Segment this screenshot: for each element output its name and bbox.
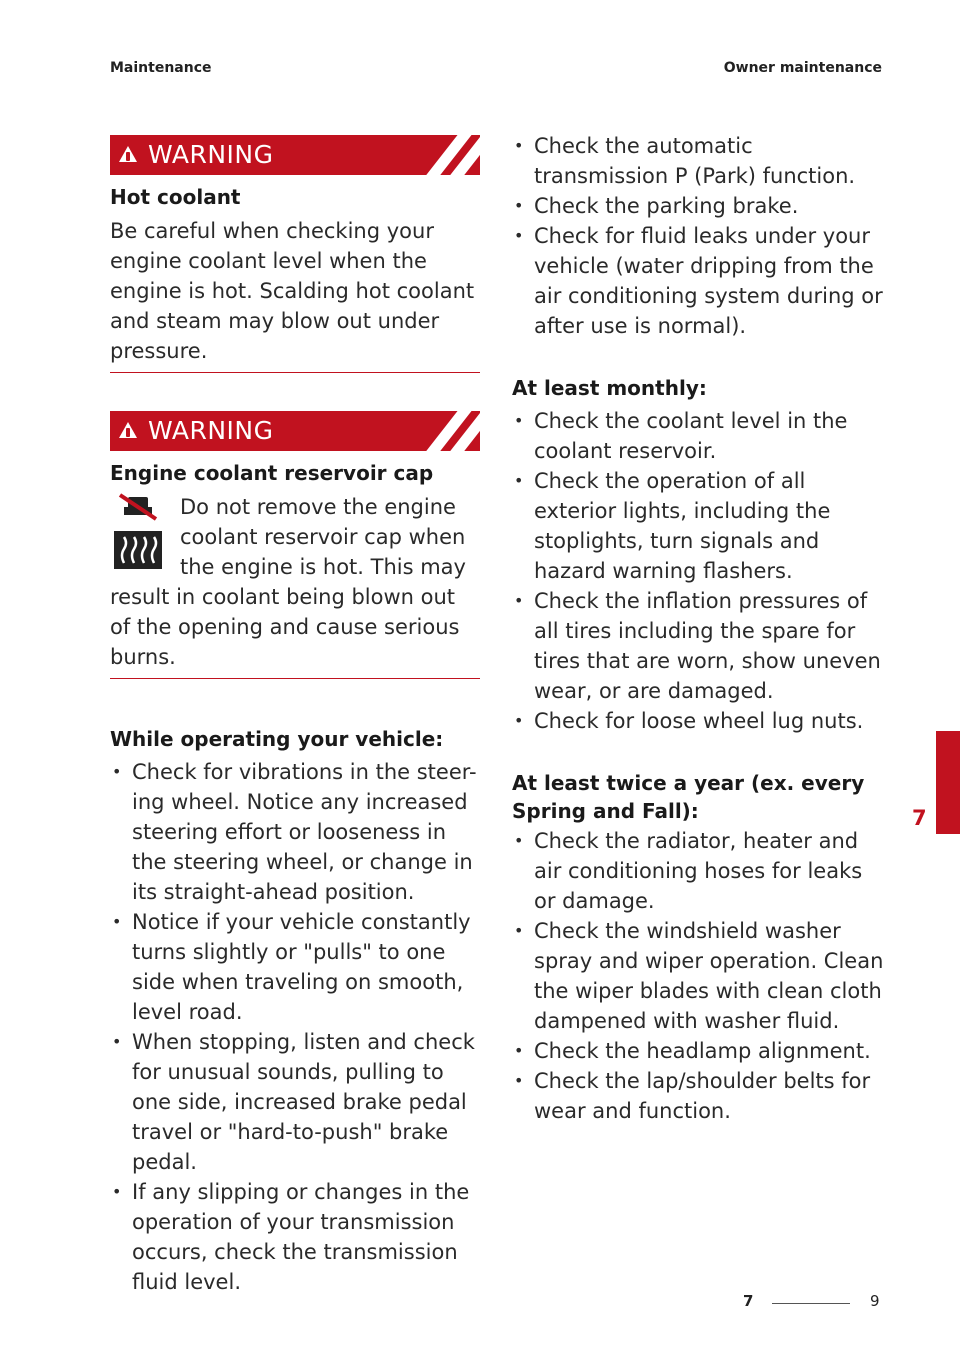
footer-chapter-number: 7: [743, 1292, 754, 1310]
list-item: Check the inflation pressures of all tir…: [512, 586, 884, 706]
coolant-cap-hot-icon: [114, 493, 162, 569]
warning-body-reservoir-cap: result in coolant being blown out of the…: [110, 585, 460, 669]
header-section-title: Maintenance: [110, 60, 212, 76]
warning-label: WARNING: [148, 140, 274, 169]
warning-title-hot-coolant: Hot coolant: [110, 185, 241, 209]
list-item: Check the parking brake.: [512, 191, 884, 221]
list-item: Notice if your vehicle constantly turns …: [110, 907, 478, 1027]
warning-banner-2: WARNING: [110, 411, 480, 451]
chapter-side-number: 7: [912, 806, 927, 830]
list-item: When stopping, listen and check for unus…: [110, 1027, 478, 1177]
warning-body-reservoir-cap-indented: Do not remove the engine coolant reservo…: [180, 495, 466, 579]
list-item: Check for fluid leaks under your vehicle…: [512, 221, 884, 341]
continued-list: Check the automatic transmission P (Park…: [512, 131, 884, 341]
chapter-side-tab: [936, 731, 960, 834]
while-operating-list: Check for vibrations in the steer-ing wh…: [110, 757, 478, 1297]
warning-divider: [110, 372, 480, 373]
list-item: Check the windshield washer spray and wi…: [512, 916, 884, 1036]
list-item: Check the coolant level in the coolant r…: [512, 406, 884, 466]
header-chapter-title: Owner maintenance: [723, 60, 882, 76]
warning-banner-1: WARNING: [110, 135, 480, 175]
section-heading-while-operating: While operating your vehicle:: [110, 727, 444, 751]
footer-divider: [772, 1303, 850, 1304]
warning-label: WARNING: [148, 416, 274, 445]
warning-divider: [110, 678, 480, 679]
list-item: Check the headlamp alignment.: [512, 1036, 884, 1066]
list-item: Check the radiator, heater and air condi…: [512, 826, 884, 916]
list-item: Check for vibrations in the steer-ing wh…: [110, 757, 478, 907]
section-heading-twice-yearly: At least twice a year (ex. every Spring …: [512, 769, 864, 825]
list-item: Check the automatic transmission P (Park…: [512, 131, 884, 191]
footer-page-number: 9: [870, 1292, 880, 1310]
section-heading-monthly: At least monthly:: [512, 376, 707, 400]
list-item: If any slipping or changes in the operat…: [110, 1177, 478, 1297]
list-item: Check for loose wheel lug nuts.: [512, 706, 884, 736]
warning-body-hot-coolant: Be careful when checking your engine coo…: [110, 219, 475, 363]
list-item: Check the lap/shoulder belts for wear an…: [512, 1066, 884, 1126]
warning-title-reservoir-cap: Engine coolant reservoir cap: [110, 461, 434, 485]
heading-line: At least twice a year (ex. every: [512, 771, 865, 795]
heading-line: Spring and Fall):: [512, 799, 699, 823]
monthly-list: Check the coolant level in the coolant r…: [512, 406, 884, 736]
twice-yearly-list: Check the radiator, heater and air condi…: [512, 826, 884, 1126]
list-item: Check the operation of all exterior ligh…: [512, 466, 884, 586]
